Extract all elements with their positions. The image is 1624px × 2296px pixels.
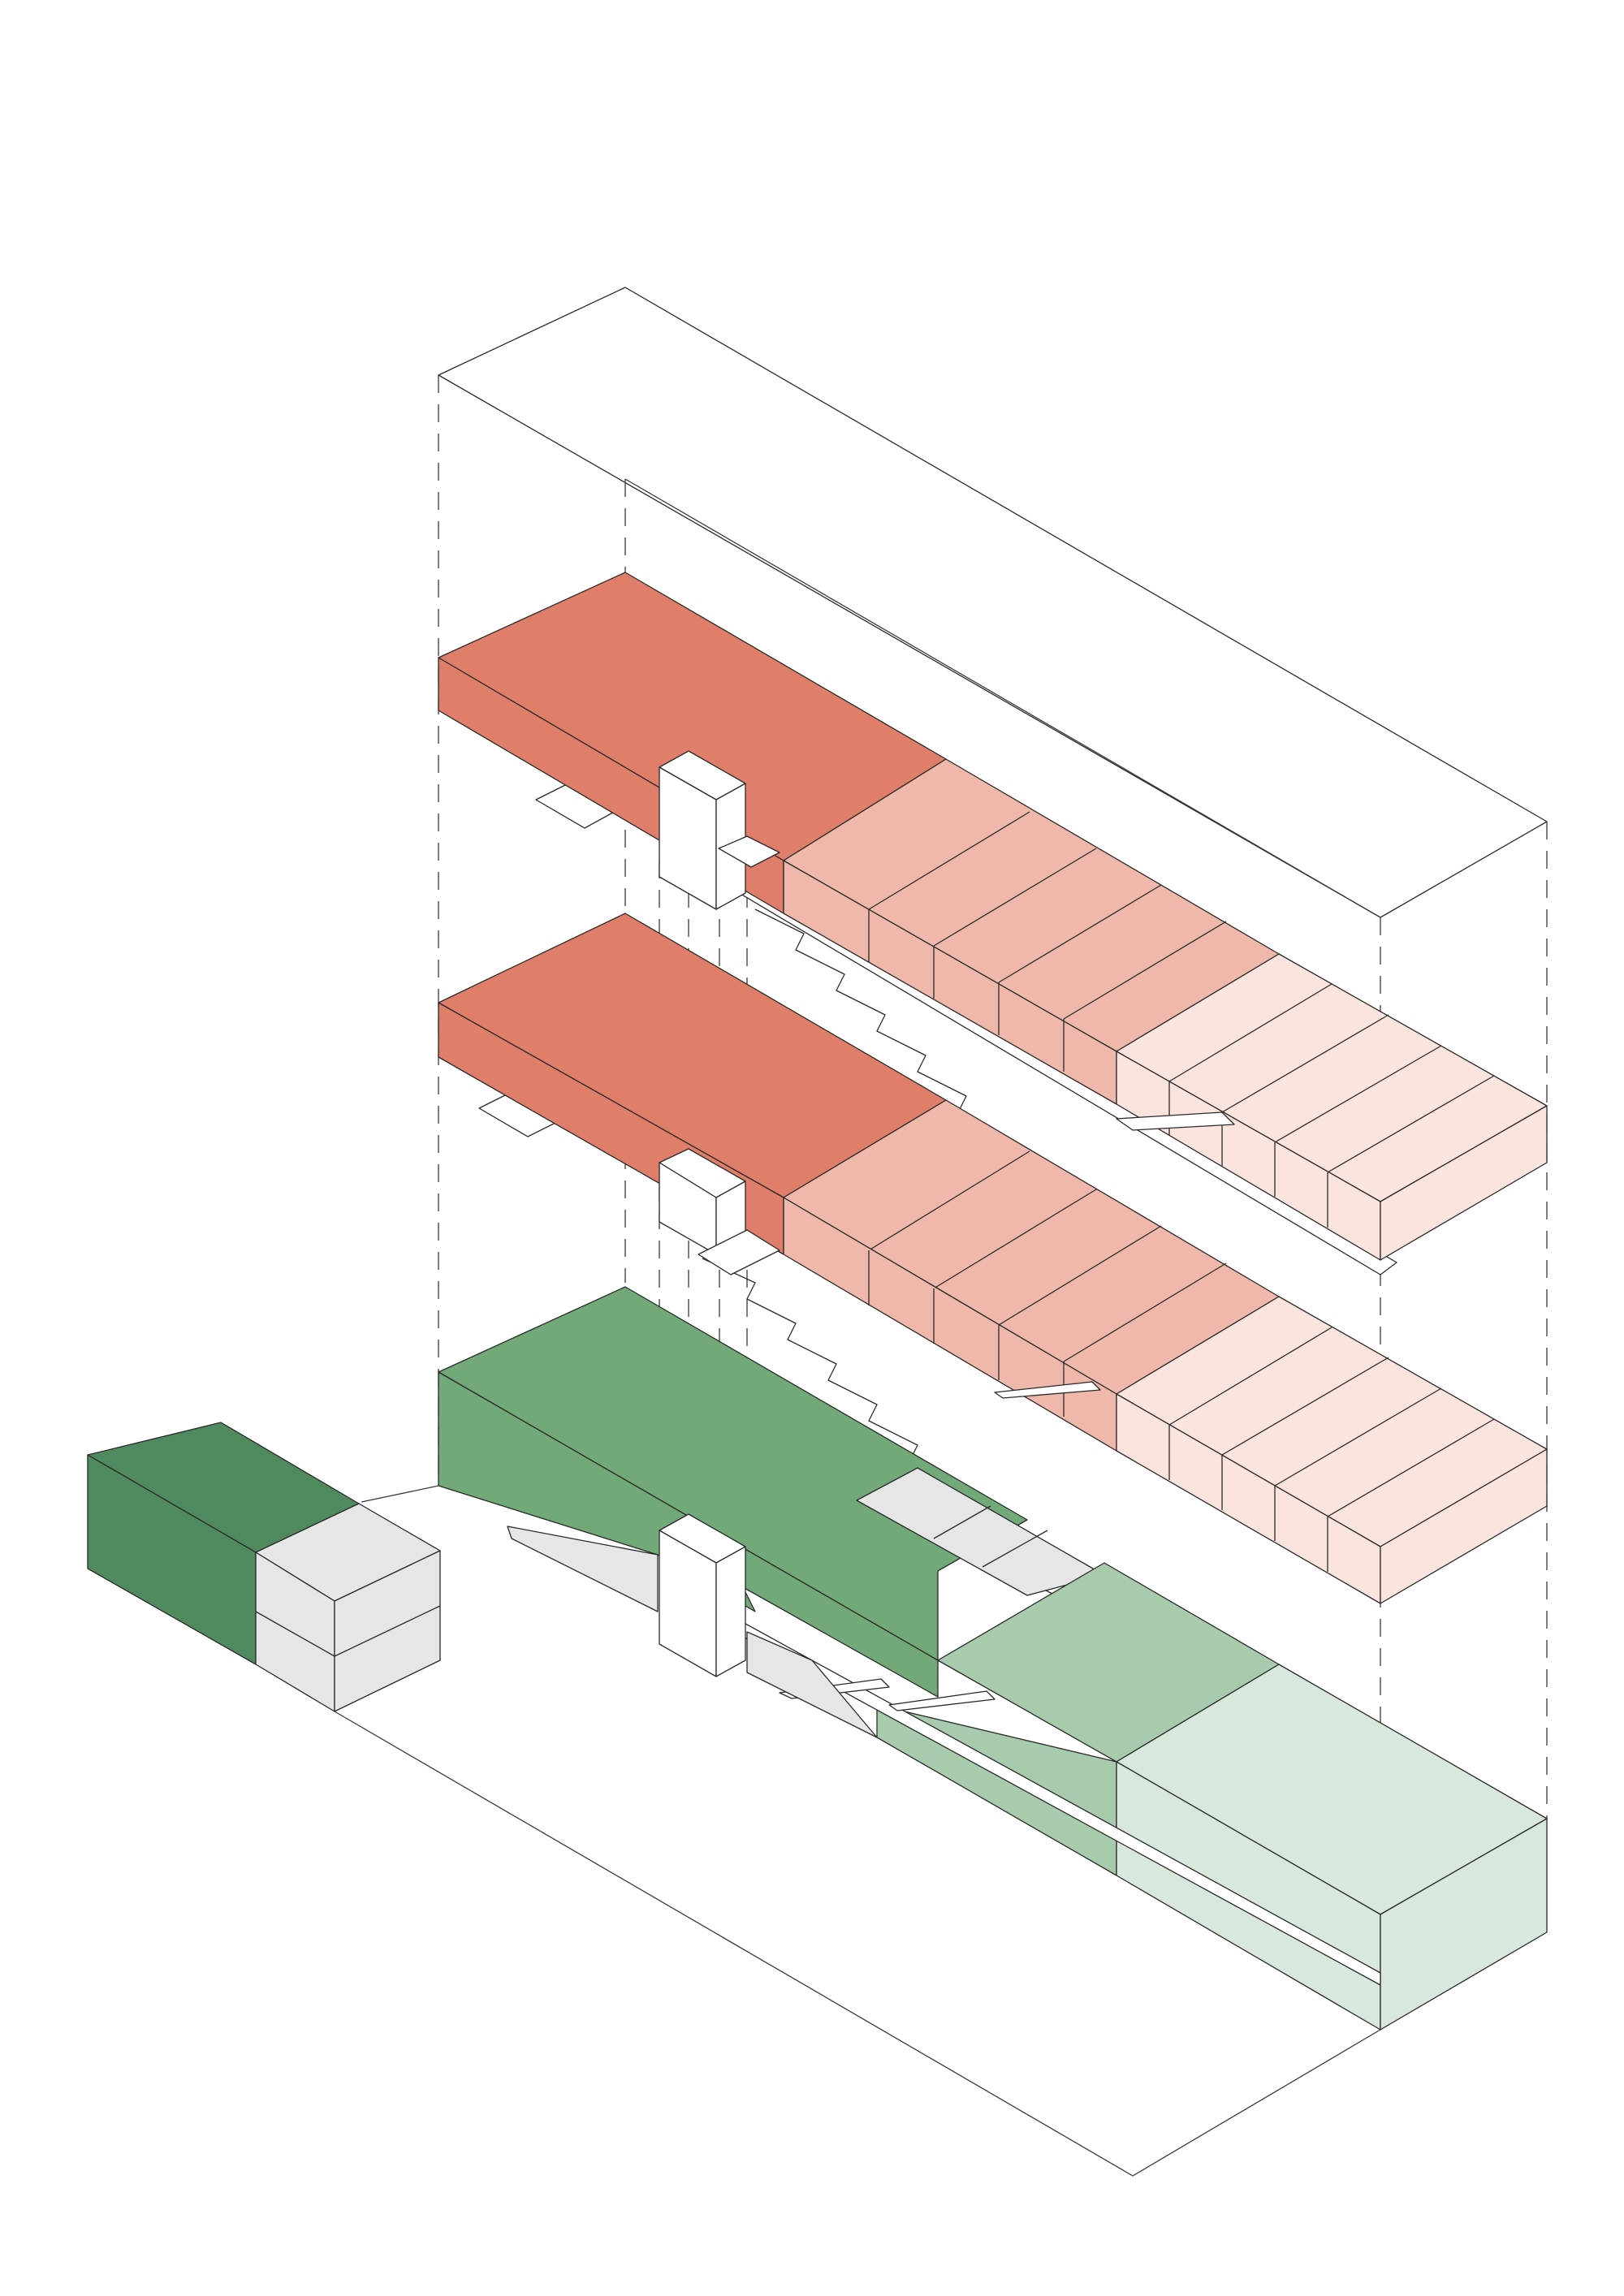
ground-stair-core: [659, 1513, 746, 1677]
upper-stair-core: [659, 750, 780, 910]
site-base-outline: [334, 1485, 1381, 2177]
ground-commercial-floor: [438, 1286, 1548, 2031]
annex-block: [87, 1422, 441, 1712]
lower-residential-floor: [438, 913, 1548, 1901]
lower-floor-side: [1380, 1448, 1548, 1604]
upper-unit-divisions: [868, 811, 1495, 1173]
upper-floor-side: [1380, 1105, 1548, 1261]
lower-stair-core: [659, 1148, 780, 1275]
lower-unit-divisions: [868, 1150, 1495, 1517]
upper-residential-floor: [438, 572, 1548, 1511]
ground-floor-side: [1380, 1818, 1548, 2031]
